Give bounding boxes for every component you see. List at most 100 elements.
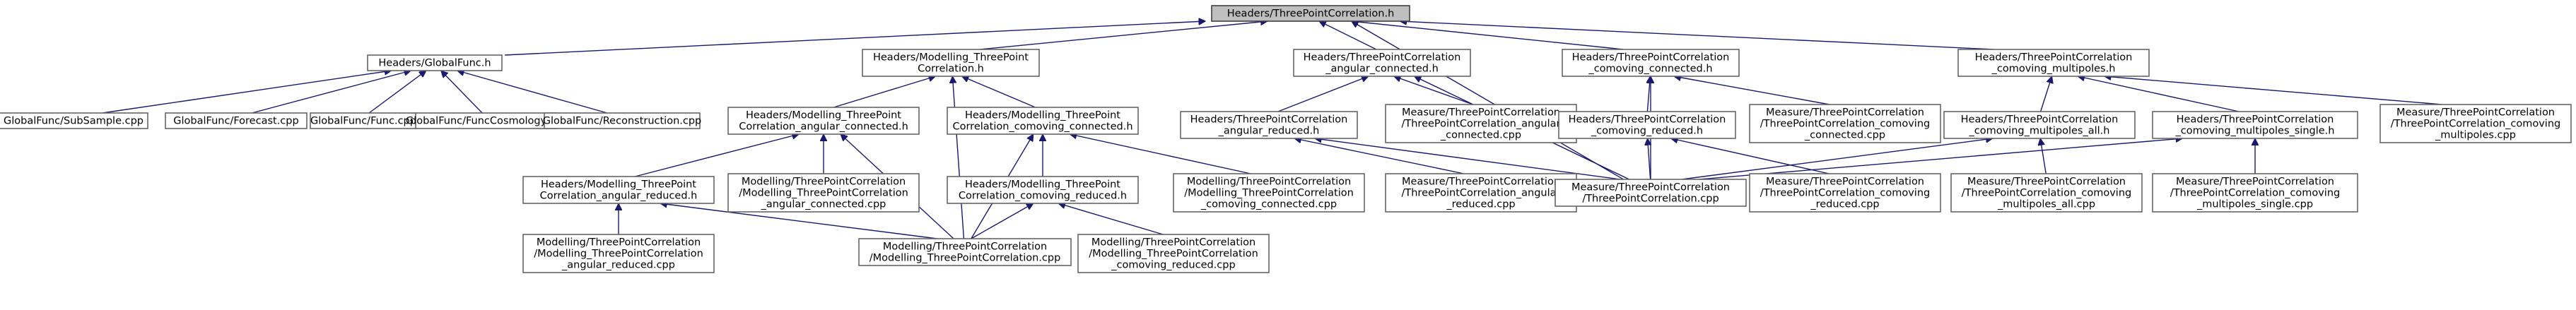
node-label: /ThreePointCorrelation_comoving xyxy=(2391,119,2560,130)
node-box-com_mult_single_h[interactable] xyxy=(2152,111,2358,139)
node-mod_3pc_cpp[interactable]: Modelling/ThreePointCorrelation/Modellin… xyxy=(858,238,1072,266)
node-box-recon_cpp[interactable] xyxy=(544,112,701,129)
node-meas_com_mult_cpp[interactable]: Measure/ThreePointCorrelation/ThreePoint… xyxy=(2379,104,2572,143)
node-mod_com_red_cpp[interactable]: Modelling/ThreePointCorrelation/Modellin… xyxy=(1077,234,1270,273)
node-box-forecast_cpp[interactable] xyxy=(165,112,308,129)
node-meas_ang_conn_cpp[interactable]: Measure/ThreePointCorrelation/ThreePoint… xyxy=(1385,104,1577,143)
node-box-com_mult_h[interactable] xyxy=(1957,49,2150,77)
node-mod_ang_conn_cpp[interactable]: Modelling/ThreePointCorrelation/Modellin… xyxy=(727,173,920,213)
node-box-meas_3pc_cpp[interactable] xyxy=(1555,179,1747,207)
node-label: Headers/ThreePointCorrelation xyxy=(1975,52,2133,64)
node-label: Headers/Modelling_ThreePoint xyxy=(746,110,901,121)
node-box-mod_ang_red_cpp[interactable] xyxy=(522,234,715,273)
node-label: Correlation.h xyxy=(918,64,984,75)
node-box-meas_com_mult_cpp[interactable] xyxy=(2379,104,2572,143)
node-mod3pc_h[interactable]: Headers/Modelling_ThreePointCorrelation.… xyxy=(862,49,1040,77)
node-mod_com_conn_h[interactable]: Headers/Modelling_ThreePointCorrelation_… xyxy=(947,107,1139,135)
node-mod_ang_red_cpp[interactable]: Modelling/ThreePointCorrelation/Modellin… xyxy=(522,234,715,273)
node-recon_cpp[interactable]: GlobalFunc/Reconstruction.cpp xyxy=(543,112,702,129)
node-box-mod_com_red_cpp[interactable] xyxy=(1077,234,1270,273)
node-box-com_conn_h[interactable] xyxy=(1562,49,1740,77)
node-label: /ThreePointCorrelation.cpp xyxy=(1582,193,1719,205)
node-label: Headers/Modelling_ThreePoint xyxy=(541,179,696,191)
node-label: _multipoles_single.cpp xyxy=(2196,199,2313,210)
node-label: _comoving_connected.h xyxy=(1588,64,1712,75)
node-label: /ThreePointCorrelation_comoving xyxy=(1760,188,1930,199)
node-meas_com_conn_cpp[interactable]: Measure/ThreePointCorrelation/ThreePoint… xyxy=(1749,104,1941,143)
edge-com_conn_h-to-root xyxy=(1352,21,1624,50)
node-func_cpp[interactable]: GlobalFunc/Func.cpp xyxy=(310,112,417,129)
node-com_red_h[interactable]: Headers/ThreePointCorrelation_comoving_r… xyxy=(1558,111,1736,139)
node-box-mod_com_conn_h[interactable] xyxy=(947,107,1139,135)
node-mod_ang_conn_h[interactable]: Headers/Modelling_ThreePointCorrelation_… xyxy=(727,107,920,135)
node-box-mod_com_red_h[interactable] xyxy=(947,176,1139,204)
edge-meas_com_conn_cpp-to-com_conn_h xyxy=(1674,76,1830,105)
edge-forecast_cpp-to-globalfunc xyxy=(252,71,411,114)
edge-meas_com_mult_all_cpp-to-com_mult_all_h xyxy=(2040,138,2047,174)
node-box-meas_com_red_cpp[interactable] xyxy=(1749,173,1941,213)
node-label: _multipoles.cpp xyxy=(2435,130,2516,141)
node-label: _comoving_multipoles.h xyxy=(1991,64,2116,75)
node-ang_conn_h[interactable]: Headers/ThreePointCorrelation_angular_co… xyxy=(1293,49,1471,77)
node-mod_ang_red_h[interactable]: Headers/Modelling_ThreePointCorrelation_… xyxy=(522,176,715,204)
node-box-meas_com_conn_cpp[interactable] xyxy=(1749,104,1941,143)
node-box-root[interactable] xyxy=(1211,5,1410,22)
node-meas_com_red_cpp[interactable]: Measure/ThreePointCorrelation/ThreePoint… xyxy=(1749,173,1941,213)
edge-meas_3pc_cpp-to-com_mult_single_h xyxy=(1699,138,2182,180)
node-box-mod_3pc_cpp[interactable] xyxy=(858,238,1072,266)
node-label: Headers/ThreePointCorrelation xyxy=(2177,114,2334,126)
edge-mod_3pc_cpp-to-mod3pc_h xyxy=(952,76,965,239)
node-label: Headers/ThreePointCorrelation xyxy=(1569,114,1726,126)
node-label: Correlation_comoving_reduced.h xyxy=(959,191,1127,202)
node-com_mult_h[interactable]: Headers/ThreePointCorrelation_comoving_m… xyxy=(1957,49,2150,77)
node-forecast_cpp[interactable]: GlobalFunc/Forecast.cpp xyxy=(165,112,308,129)
node-meas_3pc_cpp[interactable]: Measure/ThreePointCorrelation/ThreePoint… xyxy=(1555,179,1747,207)
node-box-meas_com_mult_single_cpp[interactable] xyxy=(2152,173,2358,213)
node-com_mult_all_h[interactable]: Headers/ThreePointCorrelation_comoving_m… xyxy=(1943,111,2136,139)
node-label: _comoving_connected.cpp xyxy=(1200,199,1337,210)
node-label: Modelling/ThreePointCorrelation xyxy=(1091,237,1255,249)
node-com_conn_h[interactable]: Headers/ThreePointCorrelation_comoving_c… xyxy=(1562,49,1740,77)
node-box-com_red_h[interactable] xyxy=(1558,111,1736,139)
node-meas_com_mult_all_cpp[interactable]: Measure/ThreePointCorrelation/ThreePoint… xyxy=(1950,173,2143,213)
edge-meas_com_red_cpp-to-com_red_h xyxy=(1671,138,1829,174)
node-ang_red_h[interactable]: Headers/ThreePointCorrelation_angular_re… xyxy=(1180,111,1358,139)
node-label: /ThreePointCorrelation_angular xyxy=(1402,119,1561,130)
node-globalfunc[interactable]: Headers/GlobalFunc.h xyxy=(367,54,503,71)
edge-meas_com_mult_cpp-to-com_mult_h xyxy=(2104,76,2442,105)
node-root[interactable]: Headers/ThreePointCorrelation.h xyxy=(1211,5,1410,22)
node-box-com_mult_all_h[interactable] xyxy=(1943,111,2136,139)
node-box-mod3pc_h[interactable] xyxy=(862,49,1040,77)
node-box-mod_ang_red_h[interactable] xyxy=(522,176,715,204)
node-label: /Modelling_ThreePointCorrelation xyxy=(739,188,908,199)
node-label: Measure/ThreePointCorrelation xyxy=(2396,107,2555,119)
node-label: /Modelling_ThreePointCorrelation xyxy=(1184,188,1354,199)
edge-com_red_h-to-com_conn_h xyxy=(1647,76,1650,112)
node-box-mod_com_conn_cpp[interactable] xyxy=(1173,173,1365,213)
node-box-subsample_cpp[interactable] xyxy=(0,112,148,129)
node-label: Headers/GlobalFunc.h xyxy=(378,58,491,69)
node-label: /Modelling_ThreePointCorrelation.cpp xyxy=(870,253,1061,264)
node-label: _reduced.cpp xyxy=(1446,199,1515,210)
node-mod_com_red_h[interactable]: Headers/Modelling_ThreePointCorrelation_… xyxy=(947,176,1139,204)
node-box-mod_ang_conn_h[interactable] xyxy=(727,107,920,135)
node-funccosmo_cpp[interactable]: GlobalFunc/FuncCosmology.cpp xyxy=(406,112,567,129)
node-box-ang_red_h[interactable] xyxy=(1180,111,1358,139)
node-box-meas_ang_conn_cpp[interactable] xyxy=(1385,104,1577,143)
node-meas_com_mult_single_cpp[interactable]: Measure/ThreePointCorrelation/ThreePoint… xyxy=(2152,173,2358,213)
node-label: Correlation_angular_connected.h xyxy=(739,121,908,133)
node-box-meas_com_mult_all_cpp[interactable] xyxy=(1950,173,2143,213)
node-box-mod_ang_conn_cpp[interactable] xyxy=(727,173,920,213)
node-subsample_cpp[interactable]: GlobalFunc/SubSample.cpp xyxy=(0,112,148,129)
node-box-ang_conn_h[interactable] xyxy=(1293,49,1471,77)
node-meas_ang_red_cpp[interactable]: Measure/ThreePointCorrelation/ThreePoint… xyxy=(1385,173,1577,213)
edge-meas_3pc_cpp-to-com_red_h xyxy=(1648,138,1651,180)
edge-mod_com_conn_h-to-mod3pc_h xyxy=(962,76,1036,108)
edge-meas_ang_conn_cpp-to-ang_conn_h xyxy=(1394,76,1474,105)
node-box-globalfunc[interactable] xyxy=(367,54,503,71)
node-mod_com_conn_cpp[interactable]: Modelling/ThreePointCorrelation/Modellin… xyxy=(1173,173,1365,213)
node-com_mult_single_h[interactable]: Headers/ThreePointCorrelation_comoving_m… xyxy=(2152,111,2358,139)
node-label: /ThreePointCorrelation_angular xyxy=(1402,188,1561,199)
edges-layer xyxy=(102,21,2442,239)
